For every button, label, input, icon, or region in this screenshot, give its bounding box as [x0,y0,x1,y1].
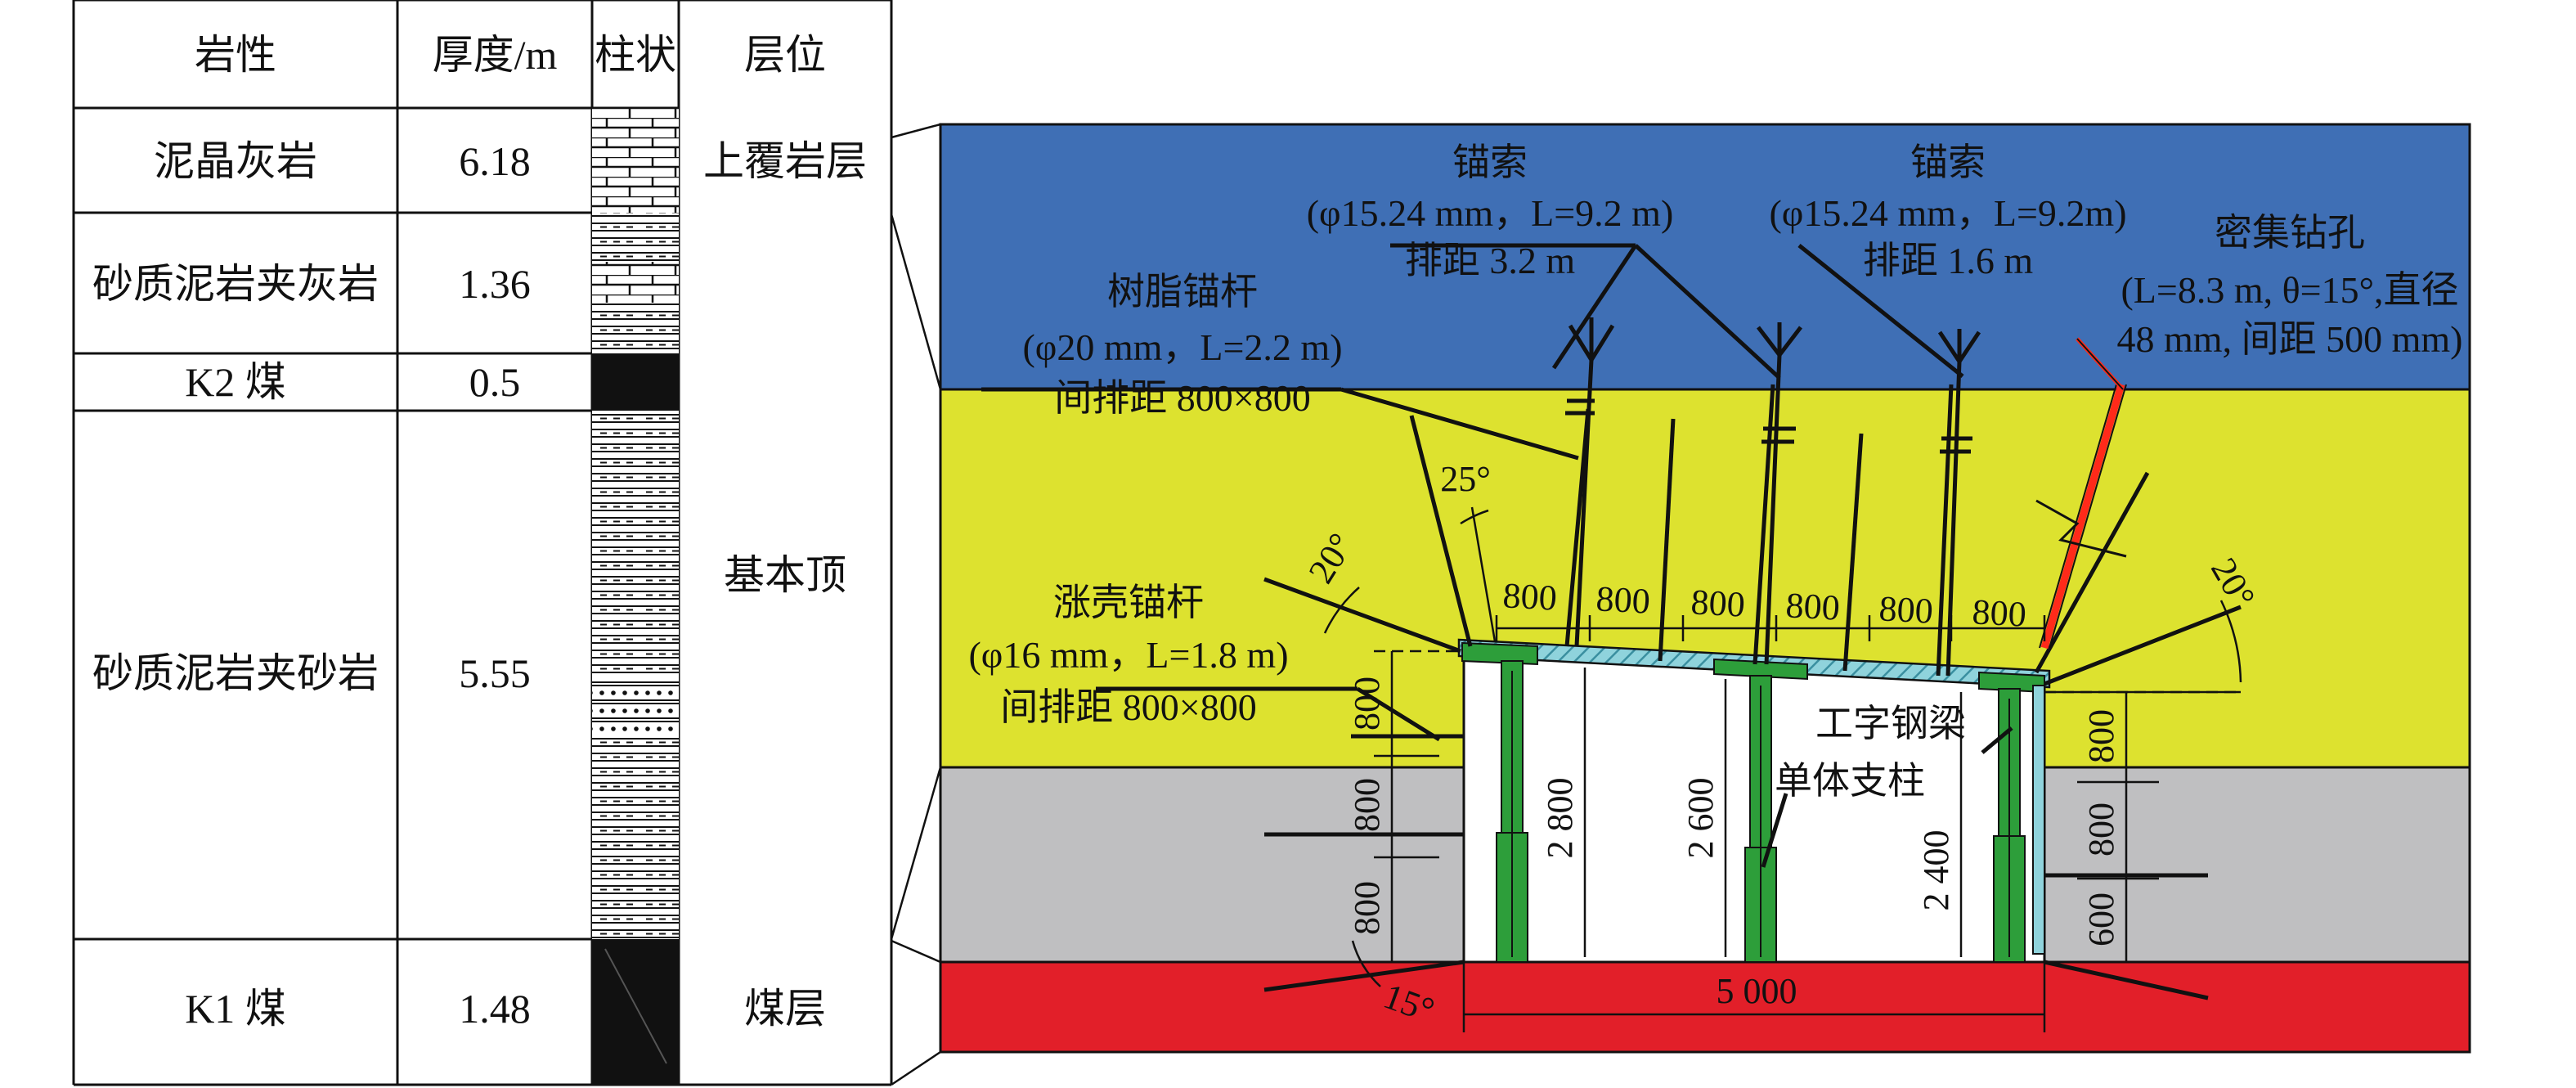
dim-top: 800 [1785,585,1841,627]
dim-left: 800 [1347,881,1387,935]
break-mark [2035,499,2127,558]
dim-left: 800 [1347,778,1387,832]
drill-spec2: 48 mm, 间距 500 mm) [2117,318,2463,360]
dim-right: 800 [2081,709,2121,763]
header-lithology: 岩性 [195,32,276,78]
dim-height-left: 2 800 [1540,778,1580,859]
connector-line [891,1050,941,1086]
column-k1-coal-line [604,948,667,1064]
expansion-bolt-spec: (φ16 mm，L=1.8 m) [968,634,1288,676]
row-horizon: 煤层 [744,986,826,1032]
row-thickness: 1.48 [459,986,531,1032]
resin-bolt-spacing: 间排距 800×800 [1054,377,1310,419]
cable1-spec: (φ15.24 mm，L=9.2 m) [1307,192,1674,234]
dim-top: 800 [1502,575,1558,618]
column-mudstone-sandstone [592,411,679,939]
prop-middle [1744,675,1777,963]
resin-bolt-name: 树脂锚杆 [1107,271,1258,312]
angle-roof-bolt: 25° [1440,459,1491,499]
expansion-bolt-spacing: 间排距 800×800 [1000,686,1256,728]
expansion-bolt-name: 涨壳锚杆 [1053,582,1204,623]
dim-right: 800 [2081,803,2121,856]
dim-height-right: 2 400 [1916,830,1956,911]
strata-table: 岩性 厚度/m 柱状 层位 泥晶灰岩 6.18 上覆岩层 砂质泥岩夹灰岩 1.3… [72,0,893,1086]
prop-left [1496,660,1528,963]
drill-spec1: (L=8.3 m, θ=15°,直径 [2120,269,2458,311]
row-thickness: 5.55 [459,650,531,696]
header-horizon: 层位 [744,32,826,78]
connector-lines [890,123,942,1086]
resin-bolt-spec: (φ20 mm，L=2.2 m) [1022,326,1342,368]
layer-coal-floor [939,960,2471,1054]
leader-lines [981,243,2125,868]
i-beam-label: 工字钢梁 [1815,703,1966,744]
header-column: 柱状 [595,32,676,78]
dim-top: 800 [1595,578,1651,621]
row-lithology: 泥晶灰岩 [154,138,317,184]
column-k2-coal [592,353,679,411]
dim-width: 5 000 [1717,971,1797,1011]
roadway-section: 锚索 (φ15.24 mm，L=9.2 m) 排距 3.2 m 锚索 (φ15.… [939,123,2471,1054]
beam-cap [1713,658,1808,681]
cable2-name: 锚索 [1910,142,1986,183]
row-horizon: 基本顶 [724,552,846,598]
row-thickness: 6.18 [459,138,531,184]
dimension-lines [1323,506,2242,1032]
row-lithology: K2 煤 [185,359,286,405]
row-lithology: 砂质泥岩夹砂岩 [92,650,379,696]
dim-left: 800 [1347,677,1387,731]
drill-hole [2035,383,2127,650]
rib-plate [2032,685,2045,955]
cable2-spec: (φ15.24 mm，L=9.2m) [1769,192,2126,234]
row-thickness: 1.36 [459,261,531,307]
drill-name: 密集钻孔 [2215,212,2365,254]
resin-bolts [1409,384,2150,677]
connector-line [890,214,942,390]
row-thickness: 0.5 [469,359,521,405]
column-limestone-band [592,262,679,303]
row-horizon: 上覆岩层 [703,138,867,184]
prop-right [1993,688,2026,963]
dim-right: 600 [2081,892,2121,946]
header-thickness: 厚度/m [433,32,558,78]
cable1-name: 锚索 [1452,142,1528,183]
row-lithology: K1 煤 [185,986,286,1032]
dim-top: 800 [1972,591,2027,634]
beam-cap [1461,641,1538,666]
prop-label: 单体支柱 [1775,760,1925,802]
layer-overburden [939,123,2471,391]
connector-line [890,767,942,940]
cable2-spacing: 排距 1.6 m [1863,240,2034,281]
dim-top: 800 [1690,582,1746,624]
connector-line [891,123,941,139]
row-lithology: 砂质泥岩夹灰岩 [92,261,379,307]
column-limestone [592,108,679,213]
dim-height-middle: 2 600 [1681,778,1721,859]
cable-anchors [1565,317,1981,677]
connector-line [891,939,941,964]
cable1-spacing: 排距 3.2 m [1405,240,1576,281]
dim-top: 800 [1878,588,1934,631]
column-sandstone-band [592,679,679,733]
expansion-bolts [1263,577,2242,1000]
